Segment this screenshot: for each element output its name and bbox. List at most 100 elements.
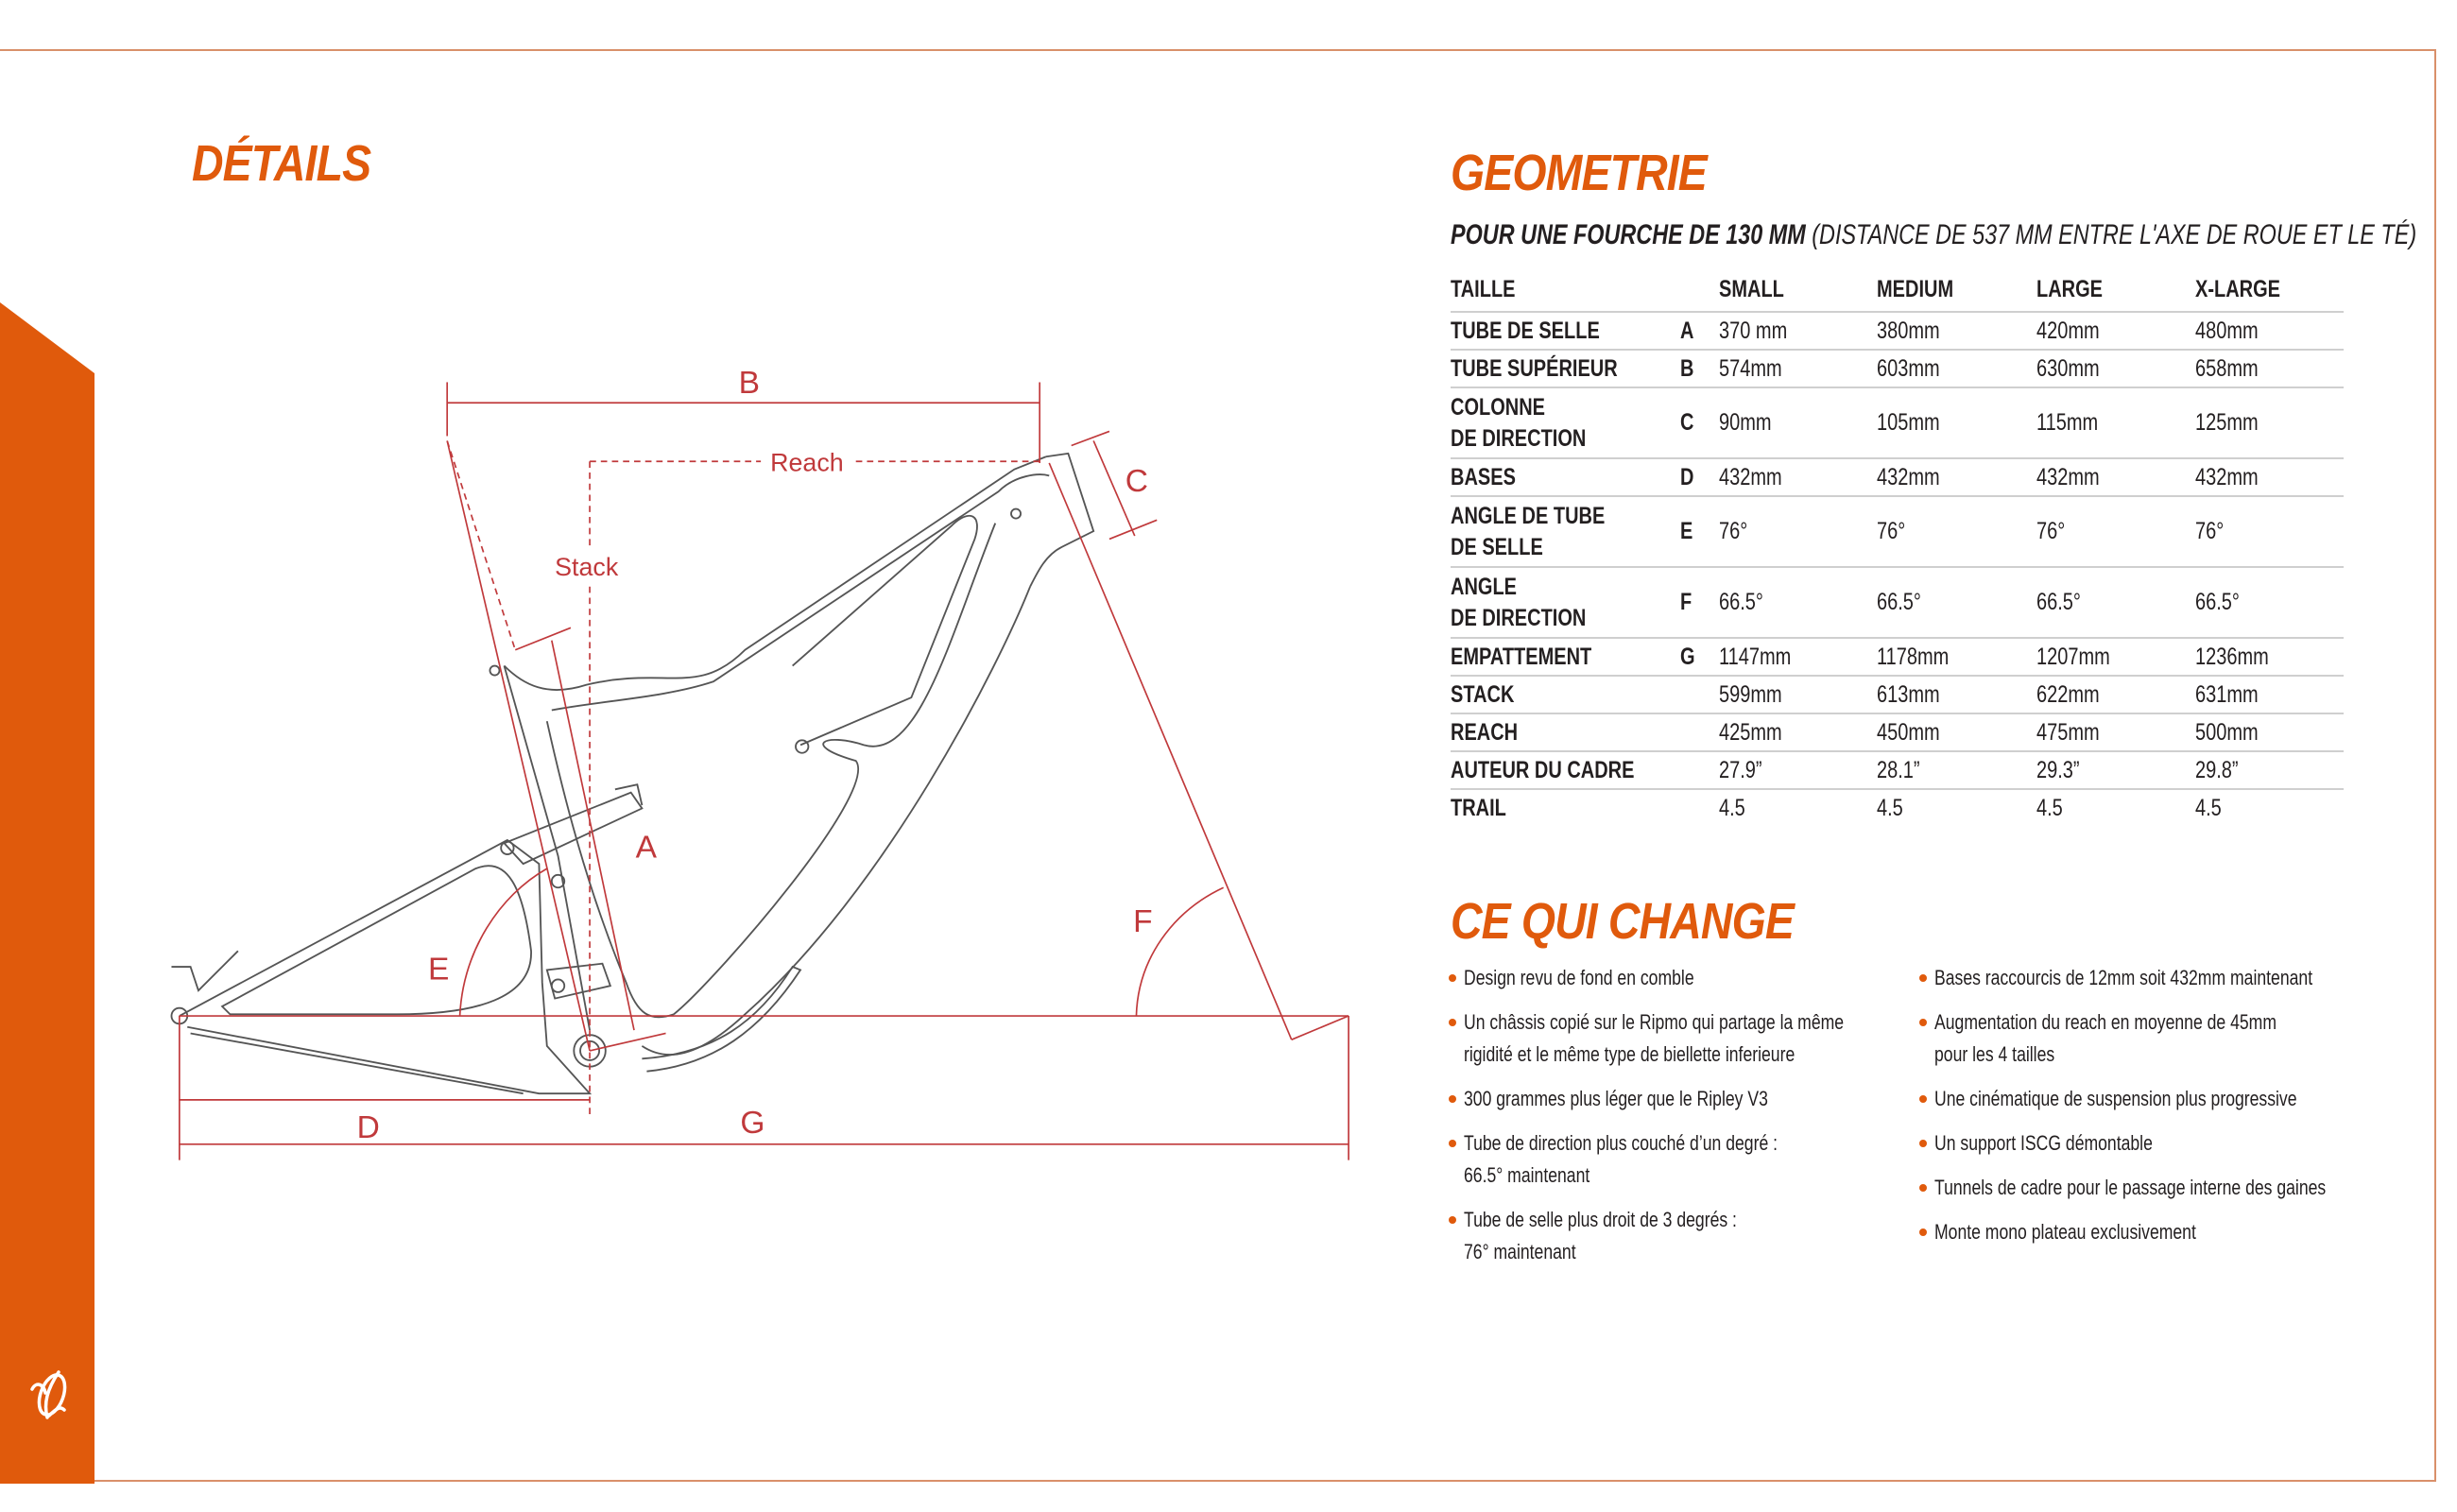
- change-item: Tube de selle plus droit de 3 degrés :76…: [1449, 1204, 1939, 1268]
- row-value: 630mm: [2036, 354, 2100, 382]
- header-large: LARGE: [2036, 275, 2103, 302]
- dim-label-d: D: [357, 1110, 380, 1145]
- row-label-line: EMPATTEMENT: [1451, 643, 1592, 670]
- change-text: Monte mono plateau exclusivement: [1934, 1220, 2196, 1244]
- row-value: 66.5°: [1718, 589, 1763, 615]
- header-xlarge: X-LARGE: [2194, 275, 2280, 302]
- bullet-icon: [1919, 1228, 1927, 1236]
- bullet-icon: [1449, 974, 1456, 982]
- row-label-line: STACK: [1451, 680, 1515, 708]
- row-value: 658mm: [2194, 354, 2259, 382]
- row-value: 500mm: [2194, 718, 2259, 746]
- change-text: Un châssis copié sur le Ripmo qui partag…: [1464, 1010, 1845, 1034]
- row-value: 622mm: [2036, 680, 2100, 708]
- row-value: 603mm: [1877, 354, 1941, 382]
- change-text: 300 grammes plus léger que le Ripley V3: [1464, 1087, 1768, 1110]
- changes-list-left: Design revu de fond en comble Un châssis …: [1449, 962, 1939, 1280]
- row-value: 370 mm: [1718, 317, 1788, 344]
- bullet-icon: [1449, 1216, 1456, 1224]
- row-value: 105mm: [1877, 409, 1941, 436]
- row-label-line: AUTEUR DU CADRE: [1451, 756, 1635, 783]
- row-value: 115mm: [2036, 409, 2099, 436]
- row-value: 599mm: [1718, 680, 1782, 708]
- bullet-icon: [1449, 1095, 1456, 1103]
- row-value: 76°: [1877, 518, 1906, 544]
- row-value: 432mm: [2194, 463, 2259, 490]
- header-size-label: TAILLE: [1451, 275, 1516, 302]
- row-value: 1207mm: [2036, 643, 2110, 670]
- change-item: Un support ISCG démontable: [1919, 1127, 2424, 1160]
- row-value: 27.9”: [1718, 756, 1762, 783]
- bullet-icon: [1449, 1140, 1456, 1147]
- bullet-icon: [1919, 974, 1927, 982]
- row-label: AUTEUR DU CADRE: [1451, 750, 1681, 789]
- row-value: 76°: [1718, 518, 1748, 544]
- row-value: 574mm: [1718, 354, 1782, 382]
- change-item: Bases raccourcis de 12mm soit 432mm main…: [1919, 962, 2424, 994]
- dim-label-b: B: [739, 366, 760, 401]
- row-value: 66.5°: [2036, 589, 2081, 615]
- row-label: TUBE SUPÉRIEUR: [1451, 349, 1681, 387]
- row-label: TRAIL: [1451, 788, 1681, 826]
- dim-label-stack: Stack: [555, 553, 619, 581]
- row-label-line: BASES: [1451, 463, 1516, 490]
- bullet-icon: [1919, 1095, 1927, 1103]
- header-small: SMALL: [1718, 275, 1784, 302]
- change-item: Monte mono plateau exclusivement: [1919, 1216, 2424, 1248]
- bullet-icon: [1449, 1019, 1456, 1026]
- ibis-logo-icon: [30, 1370, 67, 1419]
- dim-label-g: G: [740, 1106, 765, 1141]
- change-text: pour les 4 tailles: [1934, 1042, 2055, 1066]
- change-text: Bases raccourcis de 12mm soit 432mm main…: [1934, 966, 2313, 989]
- row-value: 475mm: [2036, 718, 2100, 746]
- table-header-row: TAILLE SMALL MEDIUM LARGE X-LARGE: [1451, 267, 2344, 312]
- change-text: 76° maintenant: [1464, 1240, 1576, 1263]
- bullet-icon: [1919, 1184, 1927, 1192]
- bullet-icon: [1919, 1019, 1927, 1026]
- dim-label-c: C: [1125, 464, 1148, 499]
- row-value: 90mm: [1718, 409, 1772, 436]
- row-value: 4.5: [1877, 794, 1904, 821]
- bullet-icon: [1919, 1140, 1927, 1147]
- changes-title: CE QUI CHANGE: [1451, 893, 1795, 950]
- row-value: 432mm: [1718, 463, 1782, 490]
- row-value: 66.5°: [1877, 589, 1922, 615]
- row-value: 76°: [2194, 518, 2225, 544]
- change-item: Tunnels de cadre pour le passage interne…: [1919, 1172, 2424, 1204]
- row-label-line: REACH: [1451, 718, 1519, 746]
- change-text: Design revu de fond en comble: [1464, 966, 1694, 989]
- row-value: 450mm: [1877, 718, 1941, 746]
- row-label-line: COLONNE: [1451, 393, 1545, 421]
- row-value: 1236mm: [2194, 643, 2269, 670]
- row-value: 432mm: [2036, 463, 2100, 490]
- row-label: EMPATTEMENT: [1451, 637, 1681, 676]
- geometry-table: TAILLE SMALL MEDIUM LARGE X-LARGE TUBE D…: [1451, 267, 2344, 826]
- change-item: Tube de direction plus couché d’un degré…: [1449, 1127, 1939, 1192]
- change-item: Un châssis copié sur le Ripmo qui partag…: [1449, 1006, 1939, 1071]
- dimension-lines: [179, 382, 1349, 1160]
- side-accent-band: [0, 302, 94, 1484]
- bike-frame-drawing: [170, 452, 1095, 1095]
- change-text: Un support ISCG démontable: [1934, 1131, 2153, 1155]
- subtitle-detail: (DISTANCE DE 537 MM ENTRE L'AXE DE ROUE …: [1805, 219, 2417, 250]
- change-text: 66.5° maintenant: [1464, 1163, 1590, 1187]
- change-item: Une cinématique de suspension plus progr…: [1919, 1083, 2424, 1115]
- row-value: 1178mm: [1877, 643, 1950, 670]
- row-letter: B: [1680, 354, 1694, 382]
- change-item: 300 grammes plus léger que le Ripley V3: [1449, 1083, 1939, 1115]
- row-value: 432mm: [1877, 463, 1941, 490]
- details-title: DÉTAILS: [192, 135, 371, 192]
- page-border: [0, 49, 2436, 1482]
- row-value: 29.3”: [2036, 756, 2080, 783]
